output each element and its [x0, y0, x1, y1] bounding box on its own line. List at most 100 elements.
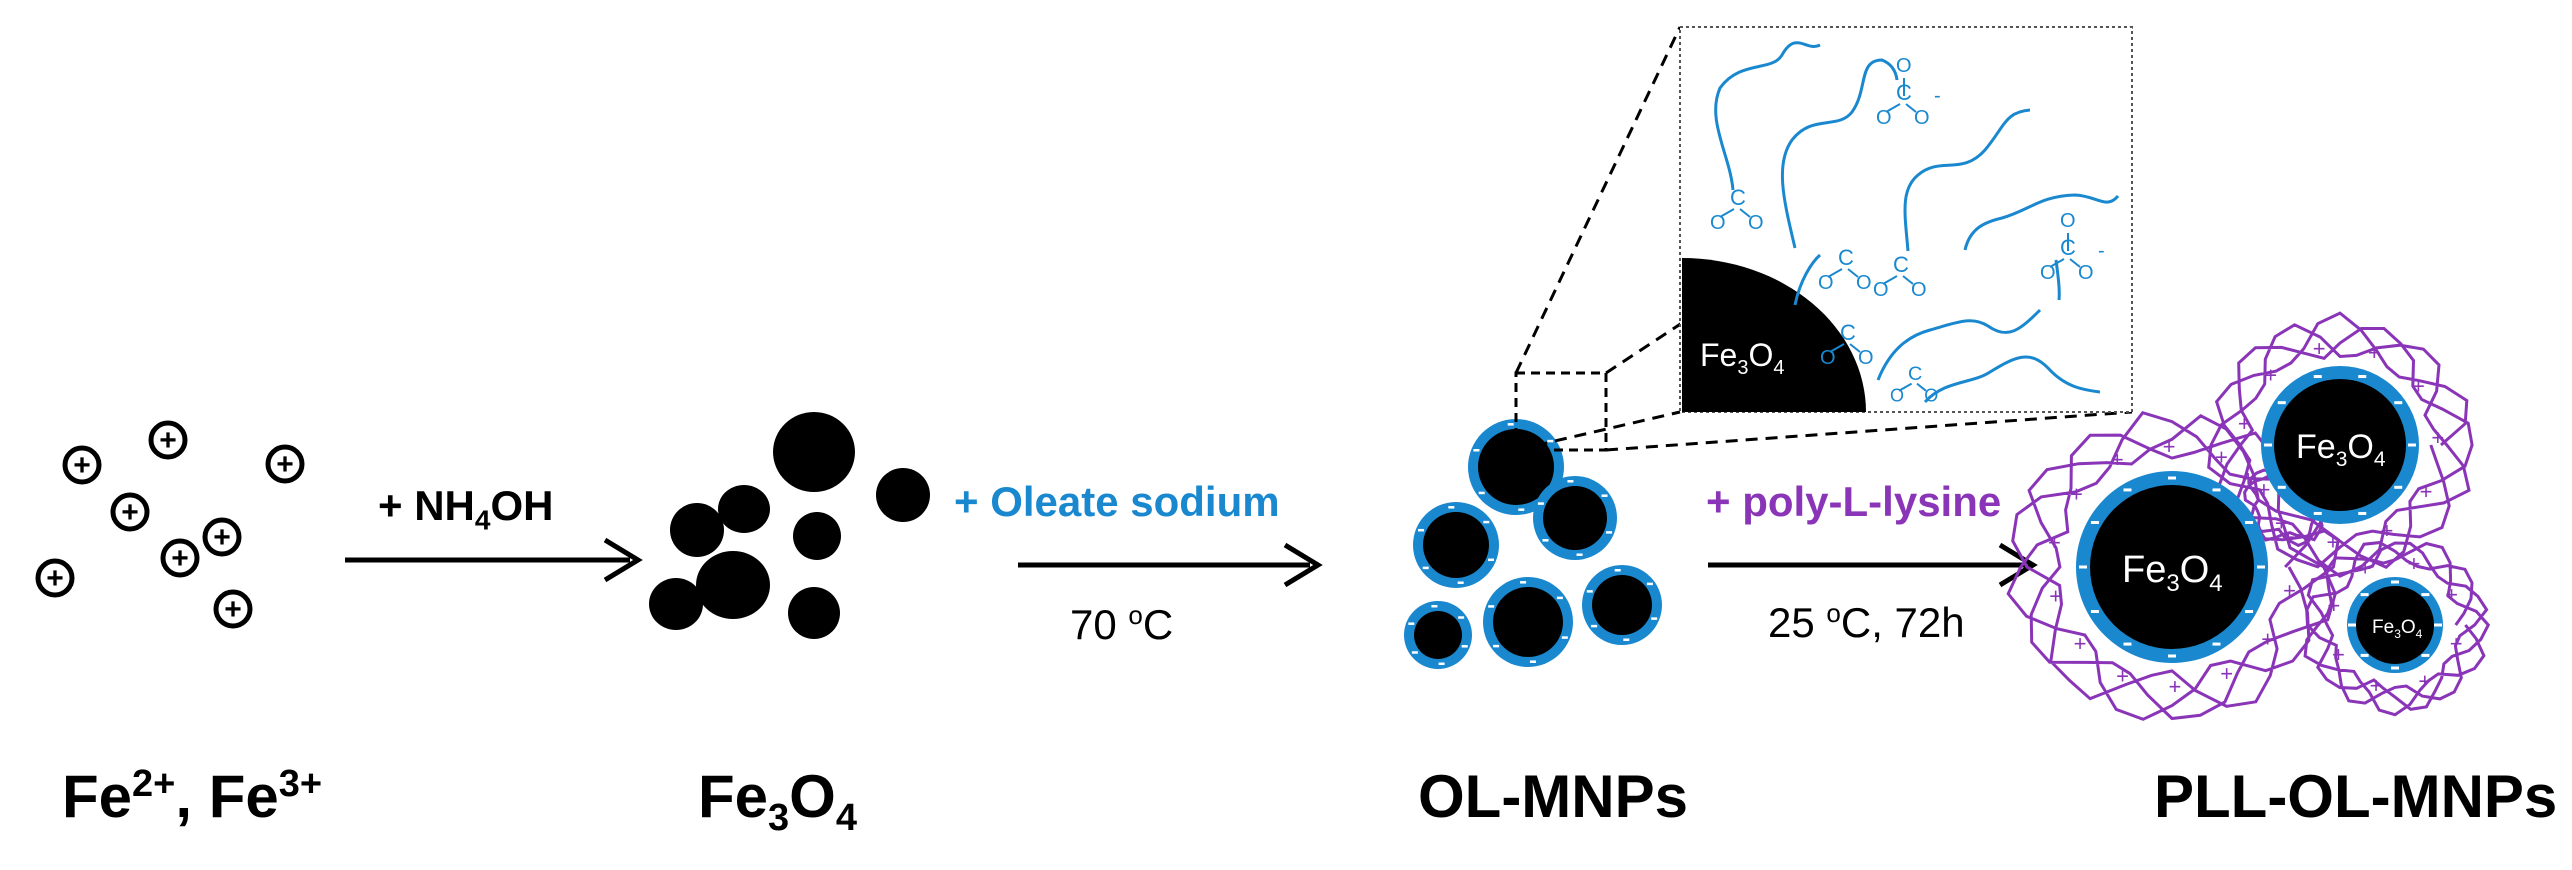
oleate-coated-particle — [1483, 577, 1573, 667]
svg-text:O: O — [1873, 279, 1889, 301]
plus-charge: + — [2327, 530, 2340, 555]
svg-text:O: O — [1856, 272, 1872, 294]
plus-charge: + — [2359, 555, 2372, 580]
cation-marker: + — [160, 538, 200, 578]
bare-particle — [793, 512, 841, 560]
svg-text:+: + — [46, 562, 64, 595]
pll-particle-large: Fe3O4 — [2076, 471, 2268, 663]
svg-text:O: O — [1748, 212, 1764, 234]
bare-particle — [773, 412, 855, 492]
svg-text:O: O — [2060, 210, 2076, 232]
plus-charge: + — [2445, 582, 2458, 607]
svg-text:+: + — [121, 496, 139, 529]
plus-charge: + — [2258, 477, 2271, 502]
svg-text:+: + — [159, 424, 177, 457]
reaction-arrow-2 — [1018, 542, 1323, 588]
plus-charge: + — [2070, 481, 2083, 506]
svg-text:O: O — [1924, 386, 1938, 406]
step3-condition: 25 oC, 72h — [1768, 598, 1965, 646]
plus-charge: + — [2431, 425, 2444, 450]
pll-core-label: Fe3O4 — [2122, 549, 2223, 597]
svg-text:+: + — [276, 448, 294, 481]
plus-charge: + — [2370, 673, 2383, 698]
zoom-line — [1515, 410, 1681, 452]
oleate-coated-particle — [1582, 565, 1662, 645]
label-pll-ol-mnps: PLL-OL-MNPs — [2154, 763, 2558, 830]
inset-core-label: Fe3O4 — [1700, 337, 1784, 379]
fe3o4-particles — [649, 412, 930, 639]
plus-charge: + — [2450, 631, 2463, 656]
svg-text:C: C — [1893, 252, 1909, 277]
svg-text:O: O — [1820, 347, 1836, 369]
cation-marker: + — [35, 558, 75, 598]
pll-surface-charges: +++++++++++++++++++++++++++++++++ — [2048, 336, 2463, 699]
pll-chain — [2303, 541, 2491, 717]
cation-marker: + — [213, 589, 253, 629]
plus-charge: + — [2111, 447, 2124, 472]
label-ol-mnps: OL-MNPs — [1418, 763, 1688, 830]
reaction-arrow-1 — [345, 537, 643, 583]
bare-particle — [876, 468, 930, 522]
oleate-chains — [1714, 41, 2120, 404]
step3-reagent: + poly-L-lysine — [1706, 478, 2002, 525]
cation-marker: + — [62, 445, 102, 485]
svg-text:O: O — [1710, 212, 1726, 234]
pll-chain — [2006, 410, 2340, 721]
bare-particle — [718, 485, 770, 533]
plus-charge: + — [2327, 593, 2340, 618]
svg-text:O: O — [2078, 262, 2094, 284]
svg-text:+: + — [171, 542, 189, 575]
plus-charge: + — [2332, 642, 2345, 667]
cation-marker: + — [202, 517, 242, 557]
plus-charge: + — [2242, 466, 2255, 491]
plus-charge: + — [2074, 631, 2087, 656]
pll-chain — [2207, 311, 2474, 578]
pll-ol-mnps: Fe3O4 Fe3O4 Fe3O4 ++++++++++++++++++++++… — [2006, 311, 2491, 721]
plus-charge: + — [2407, 551, 2420, 576]
svg-text:O: O — [1876, 107, 1892, 129]
plus-charge: + — [2412, 373, 2425, 398]
plus-charge: + — [2261, 627, 2274, 652]
bare-particle — [649, 578, 703, 630]
svg-text:O: O — [1911, 279, 1927, 301]
fe-ions-group: + + + + + + + + — [35, 420, 305, 629]
pll-particle-small: Fe3O4 — [2347, 577, 2443, 673]
plus-charge: + — [2220, 661, 2233, 686]
plus-charge: + — [2313, 336, 2326, 361]
step2-reagent: + Oleate sodium — [954, 478, 1280, 525]
oleate-coated-particle — [1404, 601, 1472, 669]
zoom-line — [1514, 26, 1682, 374]
plus-charge: + — [2418, 669, 2431, 694]
step2-condition: 70 oC — [1070, 600, 1174, 648]
ol-mnps-cluster — [1404, 419, 1662, 669]
plus-charge: + — [2368, 340, 2381, 365]
svg-text:-: - — [2098, 240, 2105, 262]
plus-charge: + — [2048, 530, 2061, 555]
plus-charge: + — [2381, 518, 2394, 543]
zoom-source-box — [1514, 371, 1608, 452]
inset-core-surface — [1682, 258, 1866, 412]
svg-text:+: + — [224, 593, 242, 626]
svg-text:O: O — [2040, 262, 2056, 284]
plus-charge: + — [2420, 479, 2433, 504]
reaction-arrow-3 — [1708, 542, 2038, 588]
plus-charge: + — [2275, 510, 2288, 535]
step1-reagent: + NH4OH — [378, 482, 554, 536]
plus-charge: + — [2168, 674, 2181, 699]
cation-marker: + — [148, 420, 188, 460]
zoom-line — [1605, 410, 2133, 452]
label-fe3o4: Fe3O4 — [698, 763, 857, 839]
svg-text:C: C — [1838, 245, 1854, 270]
cation-marker: + — [265, 444, 305, 484]
svg-text:-: - — [1934, 85, 1941, 107]
plus-charge: + — [2163, 434, 2176, 459]
svg-text:O: O — [1896, 55, 1912, 77]
